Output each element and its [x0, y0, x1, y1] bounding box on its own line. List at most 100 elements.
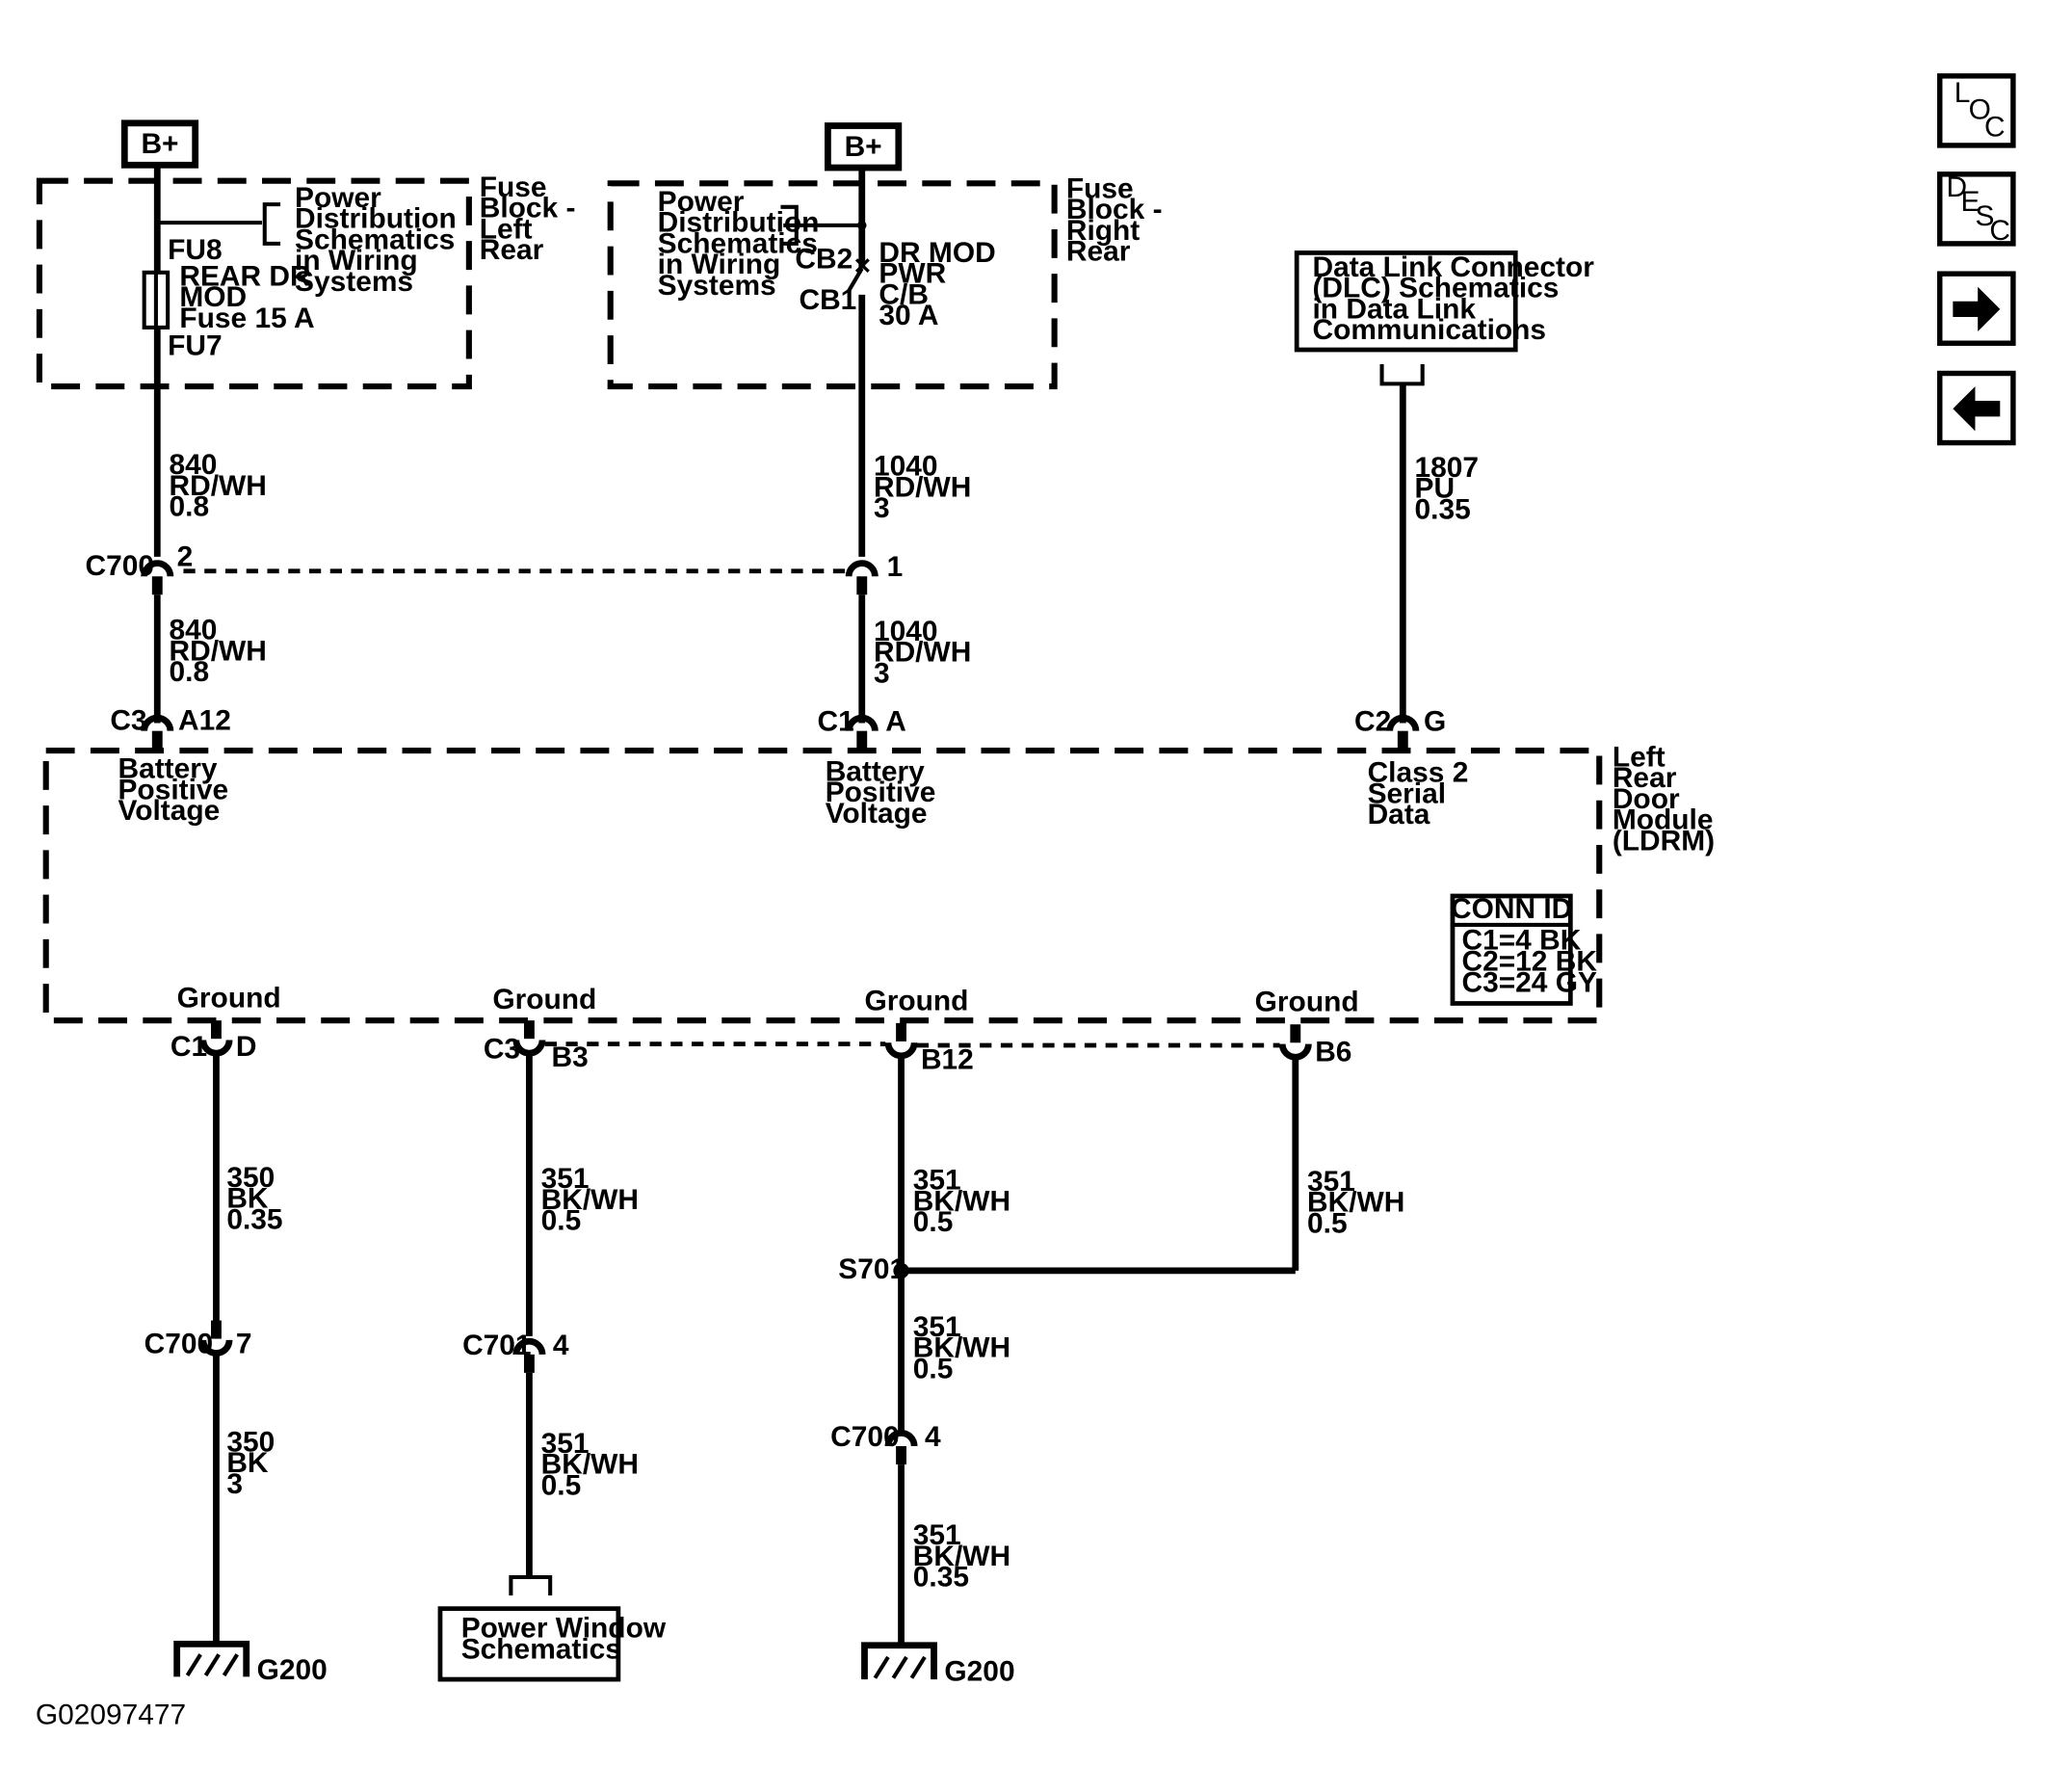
ground-symbol-g200-1: G200: [173, 1640, 328, 1686]
svg-text:0.5: 0.5: [541, 1469, 582, 1501]
svg-text:350: 350: [226, 1426, 275, 1458]
connector-c2-g: C2 G: [1354, 706, 1446, 751]
svg-text:4: 4: [553, 1330, 569, 1361]
svg-text:3: 3: [226, 1468, 243, 1500]
wire-label-350-upper: 350 BK 0.35: [226, 1162, 282, 1236]
svg-text:×: ×: [854, 250, 871, 282]
svg-text:in Wiring: in Wiring: [658, 249, 781, 280]
svg-text:C700: C700: [830, 1421, 900, 1453]
wire-label-1040-upper: 1040 RD/WH 3: [874, 451, 971, 525]
desc-button[interactable]: D E S C: [1937, 171, 2016, 247]
svg-text:Right: Right: [1066, 215, 1140, 247]
cb-bottom-label: CB1: [800, 284, 857, 316]
connector-c700-upper: C700 2 1: [85, 540, 904, 595]
svg-text:G200: G200: [944, 1655, 1014, 1687]
svg-text:Block -: Block -: [480, 193, 576, 224]
svg-text:C2: C2: [1354, 706, 1391, 738]
svg-text:Systems: Systems: [295, 266, 413, 298]
fuse-label: REAR DR MOD Fuse 15 A: [179, 260, 314, 334]
fuse-block-left-name: Fuse Block - Left Rear: [480, 171, 576, 266]
dlc-reference-box[interactable]: Data Link Connector (DLC) Schematics in …: [1294, 250, 1594, 353]
svg-text:351: 351: [1307, 1166, 1355, 1198]
power-window-reference-box[interactable]: Power Window Schematics: [437, 1606, 667, 1682]
next-page-button[interactable]: [1937, 271, 2016, 346]
loc-button[interactable]: L O C: [1937, 73, 2016, 148]
svg-text:Door: Door: [1613, 783, 1680, 815]
svg-text:0.5: 0.5: [913, 1206, 954, 1238]
svg-text:Module: Module: [1613, 804, 1714, 836]
svg-text:B3: B3: [552, 1041, 589, 1073]
svg-text:Voltage: Voltage: [826, 798, 928, 830]
svg-text:DR MOD: DR MOD: [879, 237, 995, 269]
fuse-block-right-name: Fuse Block - Right Rear: [1066, 172, 1163, 267]
svg-text:RD/WH: RD/WH: [170, 635, 267, 667]
svg-text:C2=12 BK: C2=12 BK: [1461, 946, 1597, 978]
wire-label-350-lower: 350 BK 3: [226, 1426, 275, 1500]
battery-positive-label-2: Battery Positive Voltage: [826, 755, 936, 830]
svg-text:0.35: 0.35: [913, 1562, 969, 1594]
svg-text:3: 3: [874, 492, 890, 524]
svg-text:C1: C1: [818, 706, 854, 738]
svg-text:B6: B6: [1315, 1036, 1351, 1067]
fuse-top-label: FU8: [168, 234, 223, 266]
svg-text:C1=4 BK: C1=4 BK: [1461, 925, 1581, 957]
previous-page-button[interactable]: [1937, 370, 2016, 446]
wire-label-351-b3: 351 BK/WH 0.5: [541, 1163, 639, 1237]
ground-symbol-g200-2: G200: [861, 1642, 1015, 1687]
svg-text:840: 840: [170, 449, 218, 481]
fuse-bottom-label: FU7: [168, 329, 223, 361]
svg-text:BK/WH: BK/WH: [541, 1449, 639, 1481]
svg-text:L: L: [1954, 77, 1971, 109]
svg-text:S: S: [1975, 200, 1994, 232]
svg-text:in Data Link: in Data Link: [1312, 293, 1476, 325]
svg-text:A: A: [885, 706, 906, 738]
svg-text:RD/WH: RD/WH: [874, 471, 971, 503]
svg-text:A12: A12: [178, 704, 231, 736]
fuse-block-right: B+ Power Distribution Schematics in Wiri…: [607, 122, 1163, 557]
svg-text:C1: C1: [170, 1031, 207, 1063]
svg-text:Fuse: Fuse: [480, 171, 547, 203]
splice-s701: [893, 1262, 909, 1279]
svg-text:2: 2: [177, 540, 194, 572]
svg-text:Left: Left: [1613, 741, 1666, 773]
svg-text:0.35: 0.35: [226, 1203, 282, 1235]
wire-label-840-lower: 840 RD/WH 0.8: [170, 615, 267, 689]
module-name: Left Rear Door Module (LDRM): [1613, 741, 1715, 856]
svg-text:C/B: C/B: [879, 278, 929, 310]
svg-text:CONN ID: CONN ID: [1451, 893, 1572, 925]
fuse-block-left-boundary: [36, 177, 472, 390]
fuse-block-right-boundary: [607, 180, 1058, 390]
svg-text:Battery: Battery: [118, 753, 217, 785]
svg-text:Fuse 15 A: Fuse 15 A: [179, 303, 314, 334]
svg-text:1: 1: [887, 551, 904, 583]
svg-text:0.35: 0.35: [1415, 493, 1471, 525]
svg-text:BK: BK: [226, 1183, 269, 1215]
wire-label-1040-lower: 1040 RD/WH 3: [874, 616, 971, 690]
svg-text:(DLC) Schematics: (DLC) Schematics: [1312, 273, 1559, 304]
svg-text:REAR DR: REAR DR: [179, 260, 310, 292]
connector-c1-a: C1 A: [818, 706, 906, 751]
svg-text:Rear: Rear: [480, 234, 544, 266]
svg-text:4: 4: [925, 1421, 941, 1453]
bplus-label-right: B+: [845, 131, 882, 163]
svg-text:1040: 1040: [874, 616, 938, 647]
svg-text:C701: C701: [462, 1330, 532, 1361]
svg-text:C: C: [1989, 215, 2010, 247]
connector-c700-4: C700 4: [830, 1421, 941, 1465]
circuit-breaker-symbol: [847, 267, 864, 292]
bplus-box-right: [825, 122, 903, 171]
svg-text:Schematics: Schematics: [461, 1633, 621, 1665]
svg-text:MOD: MOD: [179, 281, 247, 313]
svg-text:BK/WH: BK/WH: [541, 1184, 639, 1216]
wire-label-351-c700: 351 BK/WH 0.35: [913, 1519, 1010, 1594]
svg-text:(LDRM): (LDRM): [1613, 825, 1715, 856]
battery-positive-label-1: Battery Positive Voltage: [118, 753, 228, 828]
svg-text:Distribution: Distribution: [658, 207, 820, 239]
svg-text:BK/WH: BK/WH: [913, 1185, 1010, 1217]
wire-label-351-s701: 351 BK/WH 0.5: [913, 1311, 1010, 1385]
fuse-block-left-ref: Power Distribution Schematics in Wiring …: [295, 182, 457, 298]
wire-label-351-b6: 351 BK/WH 0.5: [1307, 1166, 1404, 1240]
splice-s701-label: S701: [838, 1253, 905, 1285]
connector-c3-a12: C3 A12: [110, 704, 231, 751]
svg-text:Schematics: Schematics: [658, 227, 818, 259]
